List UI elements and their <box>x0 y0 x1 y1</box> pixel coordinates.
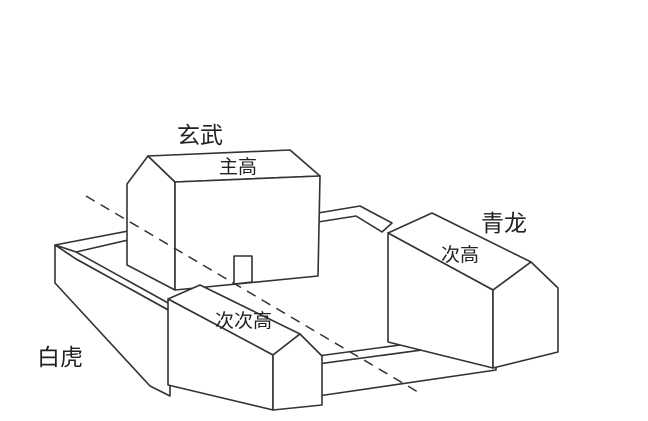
xuanwu-label: 玄武 <box>177 123 223 149</box>
right-house <box>387 212 559 369</box>
back-wall <box>317 205 393 233</box>
third-high-label: 次次高 <box>215 310 273 332</box>
qinglong-label: 青龙 <box>481 211 527 237</box>
main-high-label: 主高 <box>219 156 258 178</box>
baihu-label: 白虎 <box>37 345 83 371</box>
second-high-label: 次高 <box>441 244 480 266</box>
main-house <box>126 149 321 291</box>
dashed-axis <box>85 195 419 393</box>
front-house <box>167 284 323 411</box>
left-wall <box>54 230 171 397</box>
